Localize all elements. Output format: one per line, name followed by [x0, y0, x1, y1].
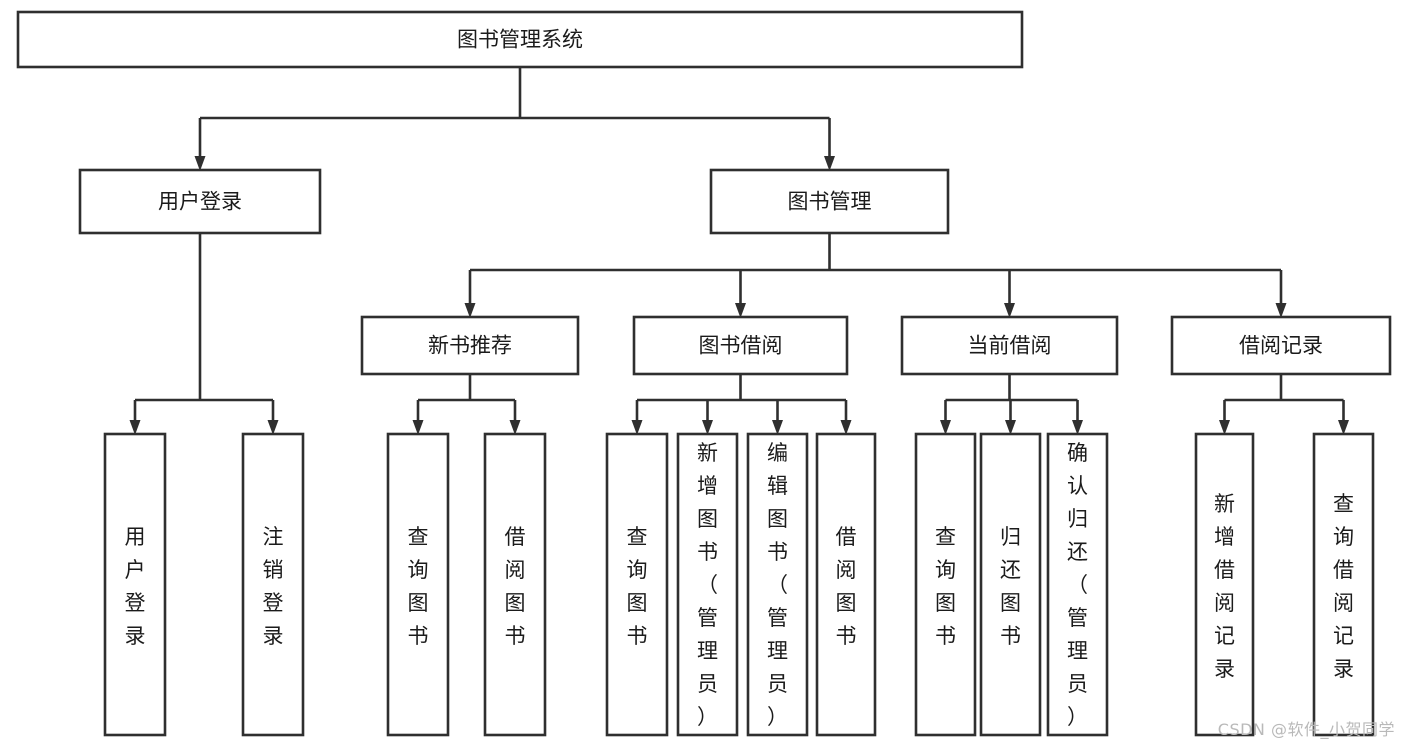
node-leaf-user-login[interactable]: 用户登录 — [103, 432, 167, 737]
node-leaf-add-record[interactable]: 新增借阅记录 — [1194, 432, 1255, 737]
node-label-leaf-query-book-cur: 查询图书 — [935, 525, 956, 648]
node-leaf-confirm-return[interactable]: 确认归还（管理员） — [1046, 432, 1109, 737]
node-label-leaf-add-book: 新增图书（管理员） — [697, 441, 718, 729]
node-box-leaf-query-book-cur[interactable] — [914, 432, 977, 737]
node-label-leaf-return-book: 归还图书 — [1000, 525, 1021, 648]
node-new-book-rec[interactable]: 新书推荐 — [360, 315, 580, 376]
node-leaf-query-book-cur[interactable]: 查询图书 — [914, 432, 977, 737]
node-label-new-book-rec: 新书推荐 — [428, 334, 512, 358]
node-box-leaf-add-record[interactable] — [1194, 432, 1255, 737]
node-leaf-return-book[interactable]: 归还图书 — [979, 432, 1042, 737]
node-box-book-manage[interactable] — [709, 168, 950, 235]
node-label-leaf-query-book-rec: 查询图书 — [408, 525, 429, 648]
node-box-book-borrow[interactable] — [632, 315, 849, 376]
node-box-leaf-edit-book[interactable] — [746, 432, 809, 737]
node-label-leaf-edit-book: 编辑图书（管理员） — [767, 441, 788, 729]
node-box-leaf-query-record[interactable] — [1312, 432, 1375, 737]
node-book-manage[interactable]: 图书管理 — [709, 168, 950, 235]
node-label-root: 图书管理系统 — [457, 28, 583, 52]
node-leaf-query-book-rec[interactable]: 查询图书 — [386, 432, 450, 737]
edge-group-borrow-record — [1219, 374, 1349, 435]
edge-group-new-book-rec — [412, 374, 521, 435]
node-box-leaf-borrow-book-rec[interactable] — [483, 432, 547, 737]
node-box-leaf-borrow-book[interactable] — [815, 432, 877, 737]
node-box-leaf-query-book-borrow[interactable] — [605, 432, 669, 737]
node-box-leaf-confirm-return[interactable] — [1046, 432, 1109, 737]
node-box-leaf-logout[interactable] — [241, 432, 305, 737]
edge-group-current-borrow — [940, 374, 1083, 435]
node-label-leaf-confirm-return: 确认归还（管理员） — [1067, 441, 1088, 729]
node-label-user-login: 用户登录 — [158, 190, 242, 214]
node-leaf-query-record[interactable]: 查询借阅记录 — [1312, 432, 1375, 737]
edge-group-root — [194, 67, 835, 171]
node-box-new-book-rec[interactable] — [360, 315, 580, 376]
node-user-login[interactable]: 用户登录 — [78, 168, 322, 235]
node-label-leaf-logout: 注销登录 — [263, 525, 284, 648]
node-box-user-login[interactable] — [78, 168, 322, 235]
node-box-leaf-return-book[interactable] — [979, 432, 1042, 737]
node-label-book-borrow: 图书借阅 — [699, 334, 783, 358]
nodes-layer: 图书管理系统用户登录图书管理新书推荐图书借阅当前借阅借阅记录用户登录注销登录查询… — [16, 10, 1392, 737]
node-root[interactable]: 图书管理系统 — [16, 10, 1024, 69]
edge-group-book-borrow — [631, 374, 852, 435]
node-borrow-record[interactable]: 借阅记录 — [1170, 315, 1392, 376]
node-label-leaf-query-book-borrow: 查询图书 — [627, 525, 648, 648]
node-book-borrow[interactable]: 图书借阅 — [632, 315, 849, 376]
node-box-borrow-record[interactable] — [1170, 315, 1392, 376]
node-label-leaf-add-record: 新增借阅记录 — [1214, 492, 1235, 681]
node-box-leaf-query-book-rec[interactable] — [386, 432, 450, 737]
node-leaf-borrow-book-rec[interactable]: 借阅图书 — [483, 432, 547, 737]
node-label-leaf-query-record: 查询借阅记录 — [1333, 492, 1354, 681]
node-box-leaf-add-book[interactable] — [676, 432, 739, 737]
edge-group-user-login — [129, 233, 279, 435]
node-label-borrow-record: 借阅记录 — [1239, 334, 1323, 358]
node-box-leaf-user-login[interactable] — [103, 432, 167, 737]
node-label-book-manage: 图书管理 — [788, 190, 872, 214]
node-leaf-add-book[interactable]: 新增图书（管理员） — [676, 432, 739, 737]
edge-group-book-manage — [464, 233, 1287, 318]
node-label-leaf-user-login: 用户登录 — [125, 525, 146, 648]
node-box-root[interactable] — [16, 10, 1024, 69]
node-leaf-query-book-borrow[interactable]: 查询图书 — [605, 432, 669, 737]
node-label-leaf-borrow-book-rec: 借阅图书 — [505, 525, 526, 648]
node-label-leaf-borrow-book: 借阅图书 — [836, 525, 857, 648]
node-label-current-borrow: 当前借阅 — [968, 334, 1052, 358]
node-current-borrow[interactable]: 当前借阅 — [900, 315, 1119, 376]
node-box-current-borrow[interactable] — [900, 315, 1119, 376]
node-leaf-logout[interactable]: 注销登录 — [241, 432, 305, 737]
node-leaf-borrow-book[interactable]: 借阅图书 — [815, 432, 877, 737]
node-leaf-edit-book[interactable]: 编辑图书（管理员） — [746, 432, 809, 737]
edges-layer — [129, 67, 1349, 435]
